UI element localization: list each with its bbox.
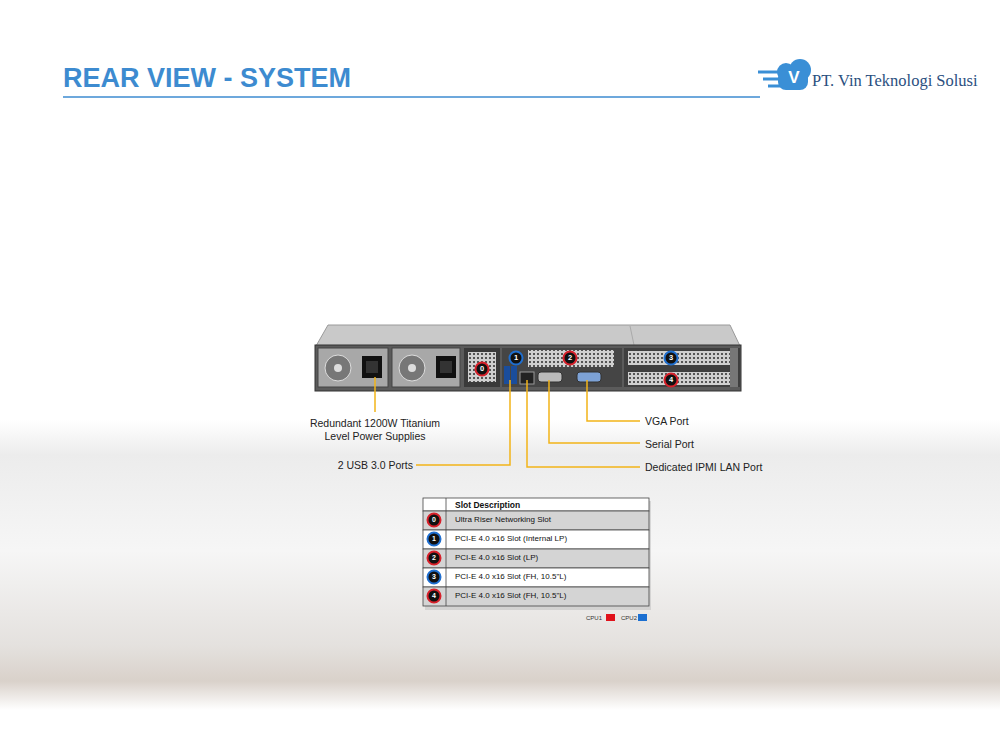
- callout-ring: [428, 533, 441, 546]
- legend-text: CPU1: [586, 613, 602, 623]
- callout-number: 3: [664, 351, 678, 365]
- callout-number: 1: [509, 351, 523, 365]
- table-cell: PCI-E 4.0 x16 Slot (FH, 10.5"L): [455, 590, 645, 602]
- callout-number: 2: [427, 551, 441, 565]
- callout-number: 1: [427, 532, 441, 546]
- table-header: Slot Description: [455, 499, 635, 511]
- callout-text: Redundant 1200W Titanium Level Power Sup…: [296, 417, 454, 443]
- legend-text: CPU2: [621, 613, 637, 623]
- table-cell: PCI-E 4.0 x16 Slot (FH, 10.5"L): [455, 571, 645, 583]
- table-cell: Ultra Riser Networking Slot: [455, 514, 645, 526]
- callout-text: VGA Port: [645, 414, 785, 428]
- title-rule: [63, 96, 760, 98]
- callout-text: Dedicated IPMI LAN Port: [645, 460, 815, 474]
- callout-ring: [476, 363, 489, 376]
- table-cell: PCI-E 4.0 x16 Slot (Internal LP): [455, 533, 645, 545]
- callout-ring: [428, 552, 441, 565]
- callout-text: Serial Port: [645, 437, 785, 451]
- legend-swatch: [606, 614, 615, 621]
- callout-number: 2: [563, 351, 577, 365]
- table-cell: PCI-E 4.0 x16 Slot (LP): [455, 552, 645, 564]
- slot-table: [423, 498, 651, 610]
- callout-ring: [564, 352, 577, 365]
- callout-number: 4: [664, 373, 678, 387]
- logo-letter: V: [783, 67, 805, 89]
- logo-icon: [758, 59, 811, 90]
- callout-ring: [428, 514, 441, 527]
- callout-ring: [428, 571, 441, 584]
- callout-ring: [428, 590, 441, 603]
- legend-swatch: [638, 614, 647, 621]
- company-name: PT. Vin Teknologi Solusi: [812, 71, 997, 91]
- callout-ring: [665, 374, 678, 387]
- callout-number: 0: [475, 362, 489, 376]
- callout-number: 0: [427, 513, 441, 527]
- callout-number: 3: [427, 570, 441, 584]
- slide-title: REAR VIEW - SYSTEM: [63, 62, 563, 94]
- server-chassis: [315, 325, 741, 391]
- callout-number: 4: [427, 589, 441, 603]
- callout-ring: [510, 352, 523, 365]
- callout-ring: [665, 352, 678, 365]
- callout-text: 2 USB 3.0 Ports: [283, 458, 413, 472]
- background-band: [0, 420, 1000, 710]
